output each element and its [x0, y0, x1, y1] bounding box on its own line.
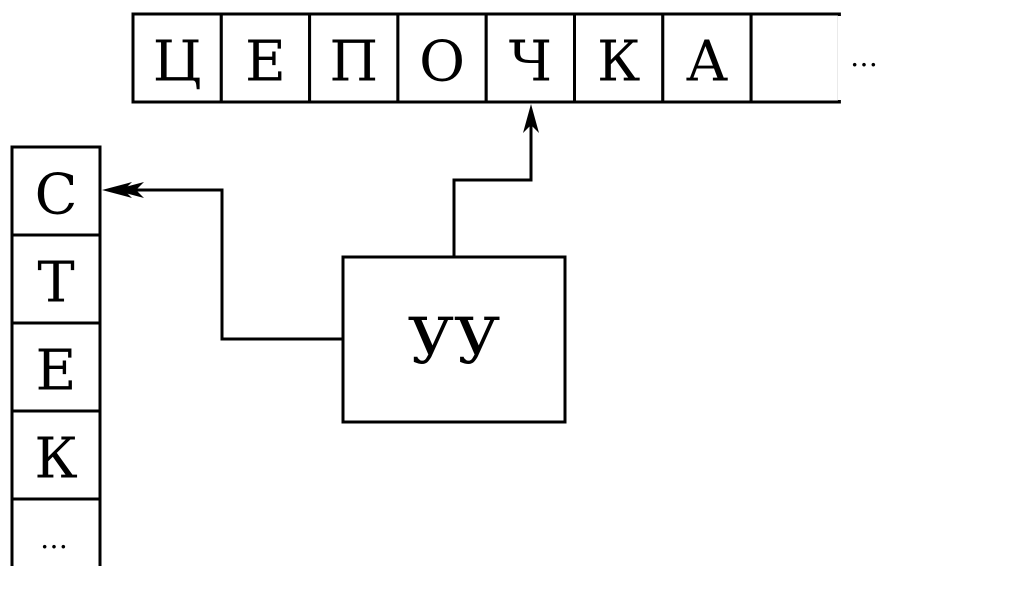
- stack-cell-letter: Т: [37, 251, 74, 316]
- stack-open-end: [10, 499, 102, 566]
- stack-cell-box: [10, 409, 102, 501]
- tape-cell: К: [573, 12, 665, 104]
- stack-head-arrowhead-inner: [114, 182, 144, 198]
- tape-head-line: [452, 120, 533, 257]
- tape-cell: П: [308, 12, 400, 104]
- stack-cell: С: [10, 145, 102, 237]
- tape-head-arrowhead: [523, 104, 539, 133]
- tape-cell-letter: Ц: [153, 30, 202, 95]
- tape-cell-box: [573, 12, 665, 104]
- tape-open-end: [837, 16, 844, 100]
- tape-head-connector: [452, 104, 539, 257]
- tape-cell-box: [131, 12, 223, 104]
- tape-continuation: …: [850, 40, 882, 73]
- tape-cell-letter: А: [686, 30, 728, 95]
- stack-cell: Е: [10, 321, 102, 413]
- tape-cell-letter: К: [597, 30, 640, 95]
- tape-cell-letter: О: [419, 30, 465, 95]
- tape-cell-box: [308, 12, 400, 104]
- stack-cell: Т: [10, 233, 102, 325]
- stack-cell-letter: С: [35, 163, 78, 228]
- stack: СТЕК …: [10, 145, 102, 566]
- control-unit: УУ: [341, 255, 567, 424]
- tape-cell: О: [396, 12, 488, 104]
- tape-cell-letter: П: [329, 30, 378, 95]
- tape-cell-letter: Е: [245, 30, 286, 95]
- stack-cell-letter: Е: [36, 339, 77, 404]
- stack-head-line: [118, 188, 343, 341]
- tape-cell-letter: Ч: [509, 30, 552, 95]
- tape-cell-box: [661, 12, 753, 104]
- control-unit-label: УУ: [408, 305, 501, 379]
- control-unit-box: [341, 255, 567, 424]
- tape-cell: Е: [219, 12, 312, 104]
- tape-cell: Ч: [484, 12, 577, 104]
- tape-cell: Ц: [131, 12, 223, 104]
- stack-head-connector: [102, 182, 343, 341]
- tape-cell-box: [749, 12, 841, 104]
- stack-cell-box: [10, 321, 102, 413]
- stack-cell-letter: К: [34, 427, 77, 492]
- stack-cell: К: [10, 409, 102, 501]
- tape-cell: [749, 12, 841, 104]
- tape-cell-box: [219, 12, 312, 104]
- stack-cell-box: [10, 145, 102, 237]
- stack-continuation: …: [40, 522, 72, 555]
- tape-cell: А: [661, 12, 753, 104]
- tape-cell-box: [484, 12, 577, 104]
